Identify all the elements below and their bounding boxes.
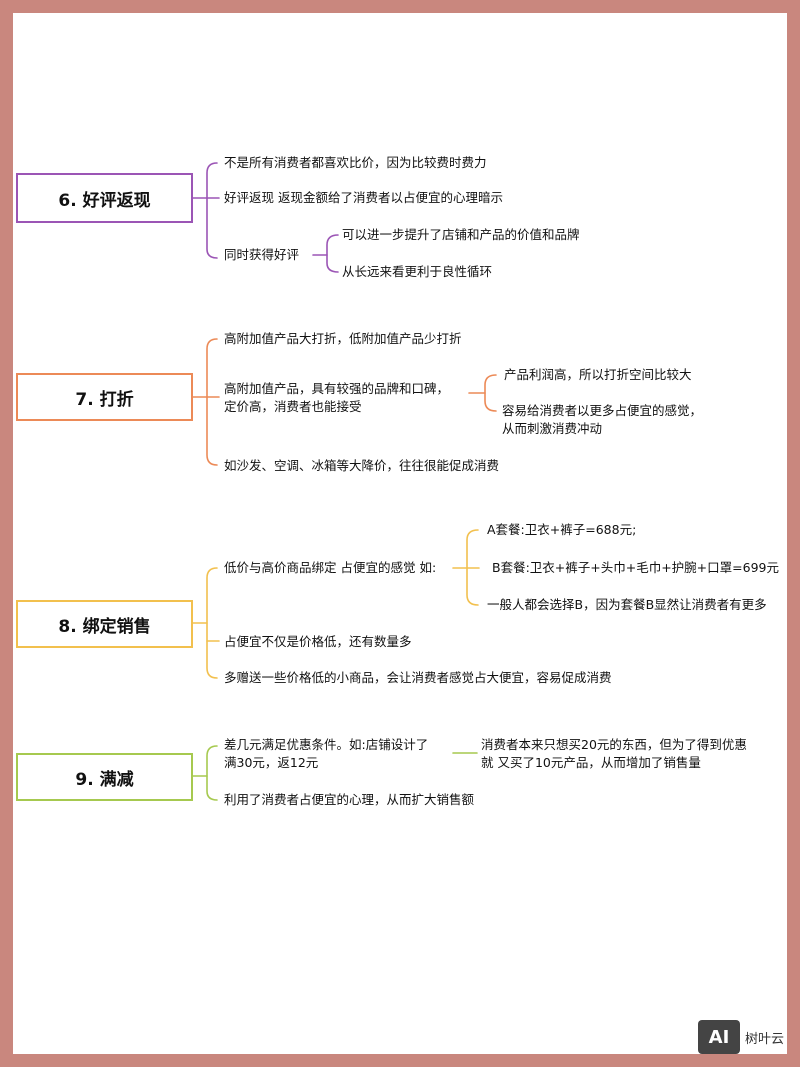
brand-name: 树叶云	[745, 1031, 785, 1047]
brand-logo: AI 树叶云	[698, 1020, 784, 1054]
section-7-item-2b: 定价高，消费者也能接受	[224, 399, 362, 414]
section-8-sub-1: A套餐:卫衣+裤子=688元;	[487, 522, 637, 537]
section-6-sub-2: 从长远来看更利于良性循环	[342, 264, 493, 279]
mindmap-page: 6. 好评返现 不是所有消费者都喜欢比价，因为比较费时费力 好评返现 返现金额给…	[13, 13, 787, 1054]
section-9-sub-1b: 就 又买了10元产品，从而增加了销售量	[481, 755, 701, 770]
connector-lines	[192, 162, 497, 801]
section-8-sub-2: B套餐:卫衣+裤子+头巾+毛巾+护腕+口罩=699元	[492, 560, 779, 575]
section-6-item-2: 好评返现 返现金额给了消费者以占便宜的心理暗示	[224, 190, 503, 205]
section-7-item-2a: 高附加值产品，具有较强的品牌和口碑，	[224, 381, 450, 396]
ai-logo-icon: AI	[698, 1020, 740, 1054]
section-9-item-1b: 满30元，返12元	[224, 755, 319, 770]
section-7-sub-1: 产品利润高，所以打折空间比较大	[504, 367, 692, 382]
section-9-sub-1a: 消费者本来只想买20元的东西，但为了得到优惠	[481, 737, 747, 752]
section-8-title: 8. 绑定销售	[16, 600, 193, 648]
section-7-item-1: 高附加值产品大打折，低附加值产品少打折	[224, 331, 462, 346]
section-9-title: 9. 满减	[16, 753, 193, 801]
section-6-item-3: 同时获得好评	[224, 247, 300, 262]
section-6-title: 6. 好评返现	[16, 173, 193, 223]
section-7-sub-2a: 容易给消费者以更多占便宜的感觉，	[502, 403, 703, 418]
section-7-item-3: 如沙发、空调、冰箱等大降价，往往很能促成消费	[224, 458, 500, 473]
section-8-item-1: 低价与高价商品绑定 占便宜的感觉 如:	[224, 560, 437, 575]
section-6-sub-1: 可以进一步提升了店铺和产品的价值和品牌	[342, 227, 580, 242]
section-9-item-2: 利用了消费者占便宜的心理，从而扩大销售额	[224, 792, 475, 807]
section-8-item-3: 多赠送一些价格低的小商品，会让消费者感觉占大便宜，容易促成消费	[224, 670, 612, 685]
section-6-item-1: 不是所有消费者都喜欢比价，因为比较费时费力	[224, 155, 487, 170]
section-8-item-2: 占便宜不仅是价格低，还有数量多	[224, 634, 412, 649]
section-9-item-1a: 差几元满足优惠条件。如:店铺设计了	[224, 737, 429, 752]
section-7-sub-2b: 从而刺激消费冲动	[502, 421, 603, 436]
section-8-sub-3: 一般人都会选择B，因为套餐B显然让消费者有更多	[487, 597, 767, 612]
section-7-title: 7. 打折	[16, 373, 193, 421]
